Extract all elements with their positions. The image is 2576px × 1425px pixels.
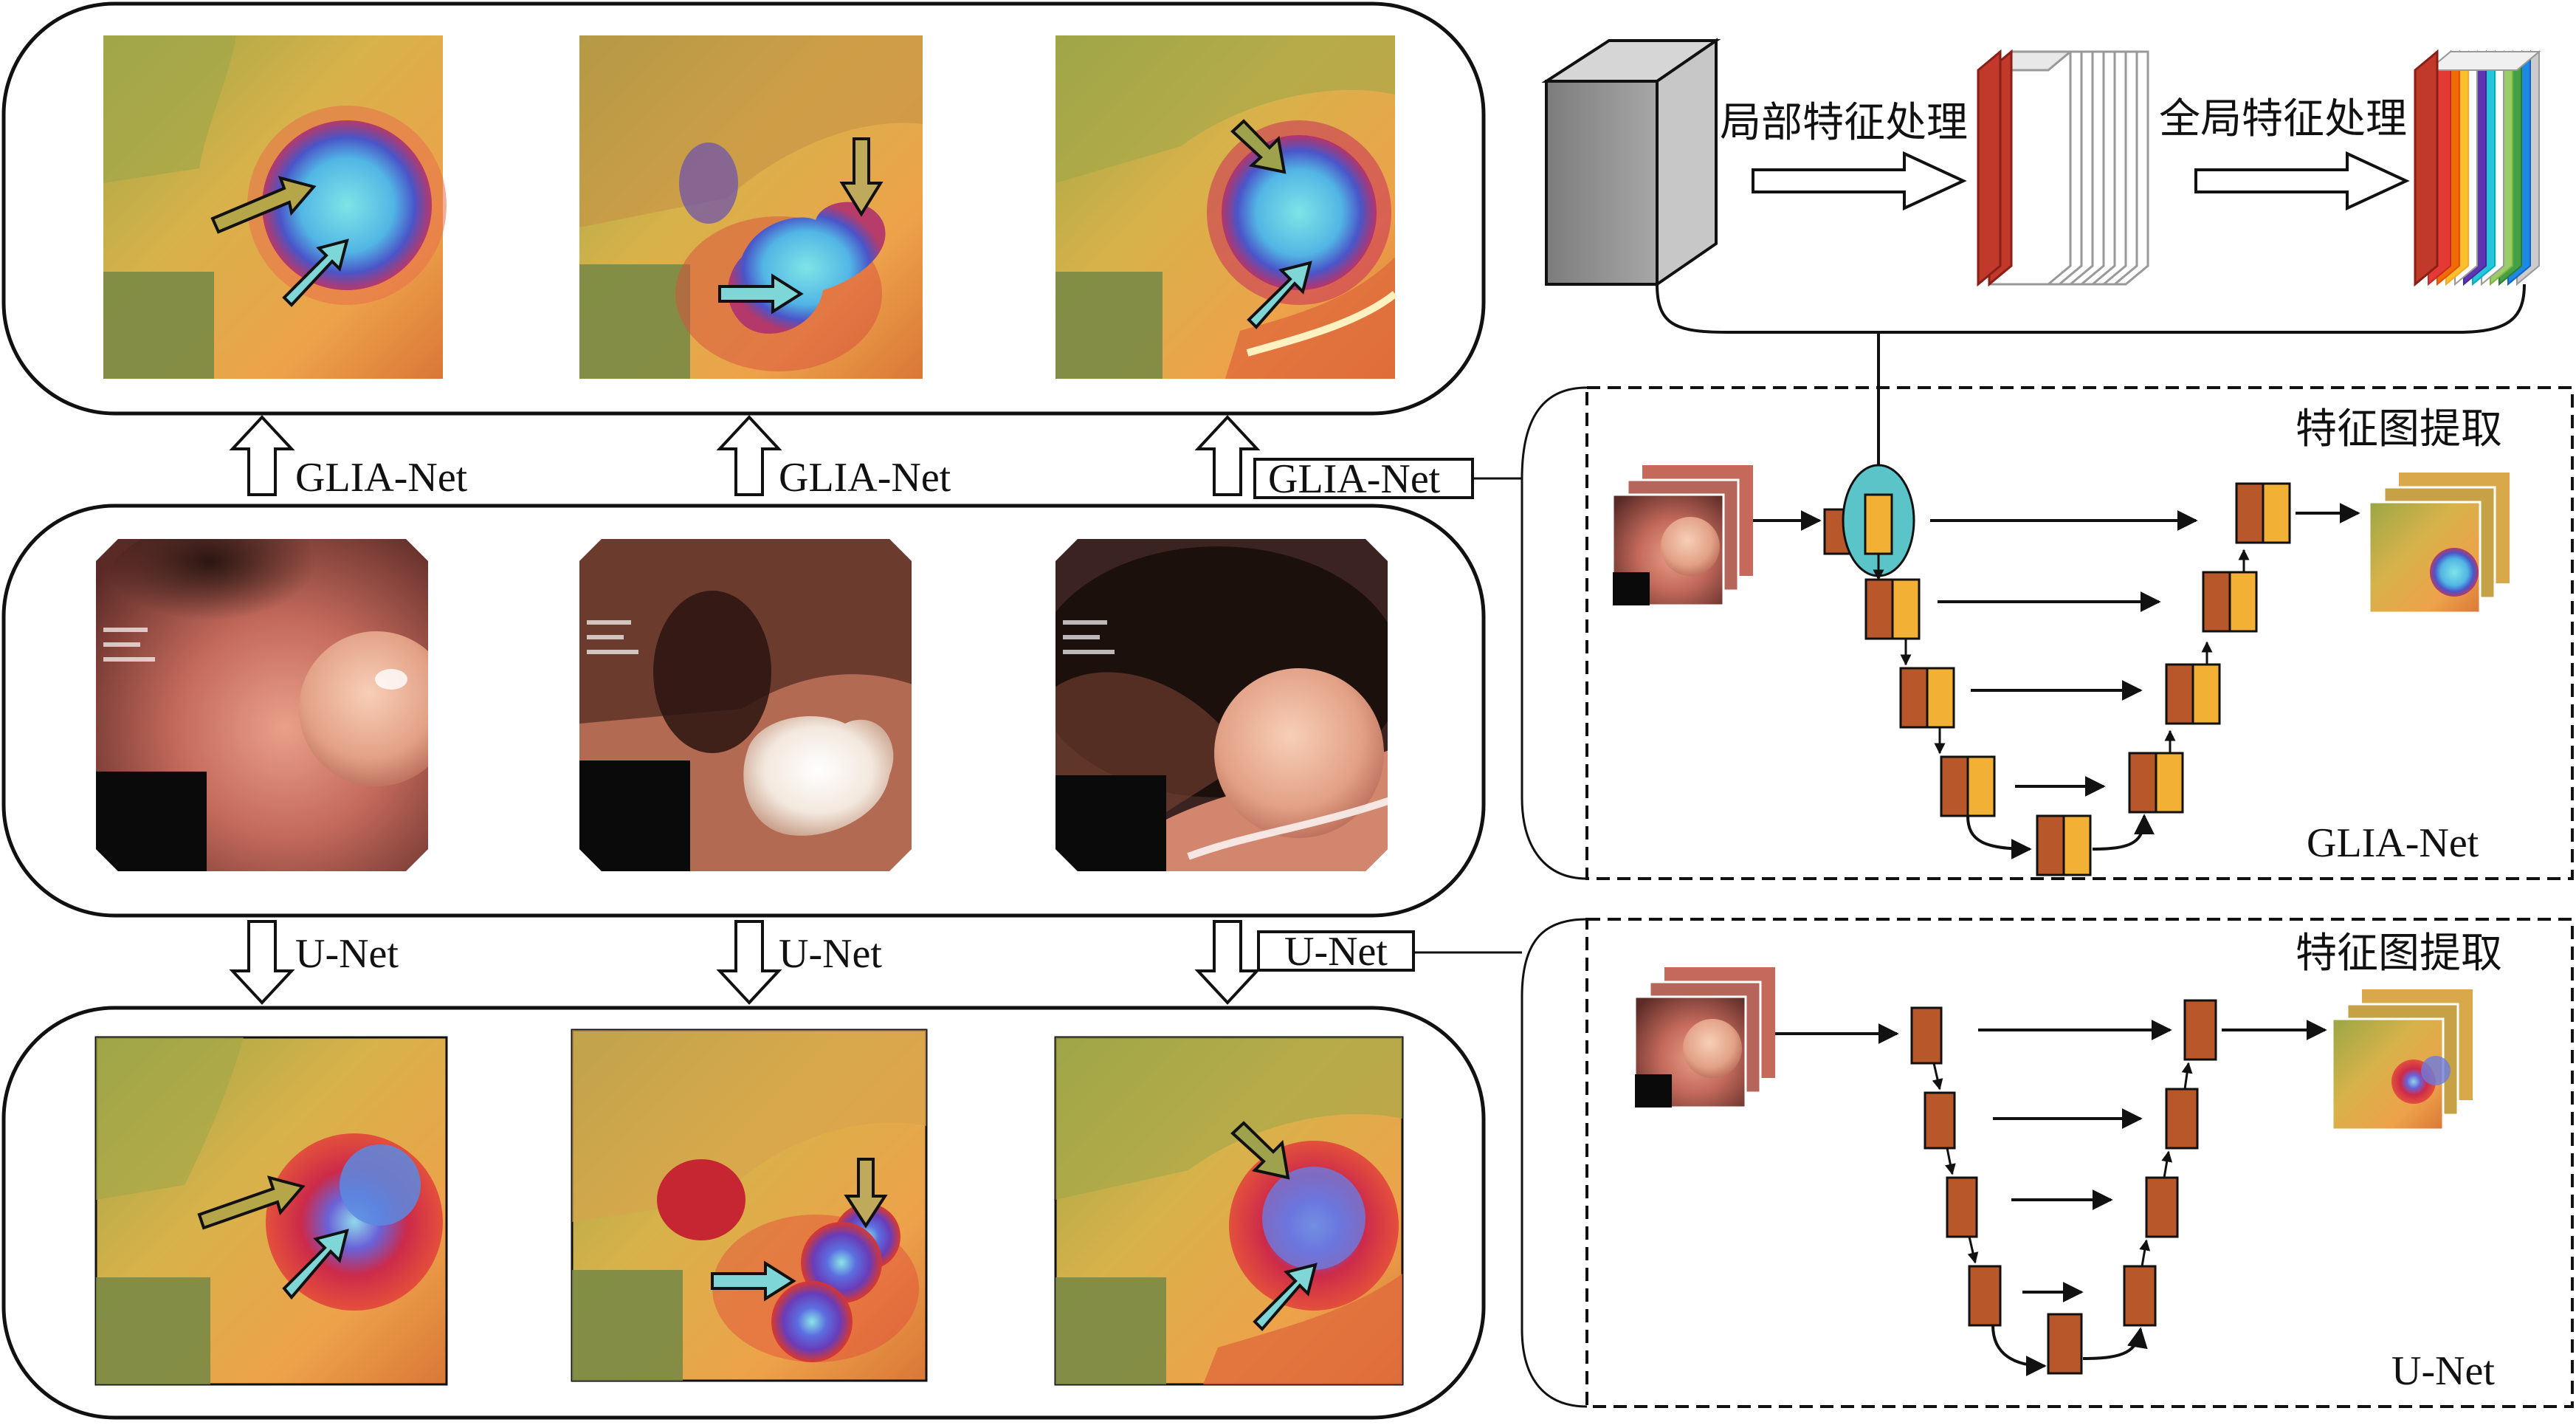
unet-decoder-3	[2145, 1176, 2179, 1238]
glia-label-3: GLIA-Net	[1268, 456, 1441, 502]
unet-encoder-4	[1968, 1265, 2002, 1327]
glia-input-stack	[1611, 465, 1753, 607]
glia-encoder-3	[1899, 667, 1955, 729]
glia-net-detail-panel	[1585, 386, 2574, 880]
local-processing-label: 局部特征处理	[1720, 99, 1968, 147]
unet-label-box	[1257, 930, 1415, 972]
unet-label-3: U-Net	[1284, 929, 1388, 975]
panel-inputs	[1, 504, 1486, 918]
feature-stack-global	[2414, 49, 2541, 287]
glia-encoder-2	[1864, 578, 1921, 640]
unet-detail-caption: U-Net	[2391, 1348, 2495, 1394]
glia-detail-caption: GLIA-Net	[2307, 820, 2479, 866]
unet-detail-panel	[1585, 918, 2574, 1408]
glia-arrow-1	[229, 415, 295, 496]
global-processing-label: 全局特征处理	[2159, 95, 2407, 143]
unet-encoder-3	[1946, 1176, 1978, 1238]
attention-bracket	[1656, 284, 2526, 334]
glia-label-1: GLIA-Net	[295, 455, 468, 501]
glia-decoder-1	[2235, 482, 2291, 544]
glia-encoder-4	[1940, 755, 1996, 817]
input-feature-cube	[1541, 38, 1721, 287]
glia-label-2: GLIA-Net	[779, 455, 951, 501]
unet-bottleneck	[2047, 1313, 2083, 1375]
unet-decoder-1	[2183, 999, 2217, 1061]
input-image-2	[579, 539, 912, 871]
glia-label-box	[1253, 458, 1474, 499]
glia-arrow-2	[716, 415, 782, 496]
unet-arrow-1	[229, 920, 295, 1005]
unet-encoder-1	[1910, 1006, 1943, 1065]
global-processing-arrow	[2194, 151, 2410, 211]
feature-stack-local	[1977, 49, 2149, 287]
glia-encoder-1	[1823, 464, 1915, 577]
unet-output-image-1	[94, 1036, 448, 1386]
input-image-1	[96, 539, 428, 871]
glia-decoder-4	[2128, 752, 2184, 814]
unet-brace	[1521, 918, 1588, 1408]
glia-decoder-2	[2202, 571, 2258, 633]
panel-unet-outputs	[1, 1006, 1486, 1420]
local-processing-arrow	[1752, 151, 1967, 211]
glia-arrow-3	[1194, 415, 1261, 496]
glia-output-image-2	[579, 35, 923, 379]
unet-label-1: U-Net	[295, 931, 399, 977]
unet-label-2: U-Net	[779, 931, 882, 977]
unet-arrow-2	[716, 920, 782, 1005]
unet-decoder-4	[2123, 1265, 2157, 1327]
glia-output-image-1	[103, 35, 447, 379]
glia-bottleneck	[2036, 814, 2092, 876]
glia-output-stack	[2368, 473, 2510, 614]
unet-encoder-2	[1924, 1091, 1956, 1150]
glia-feature-extraction-title: 特征图提取	[2296, 405, 2502, 453]
glia-output-image-3	[1055, 35, 1398, 379]
unet-input-stack	[1633, 967, 1775, 1109]
panel-glia-outputs	[1, 1, 1486, 416]
unet-decoder-2	[2165, 1088, 2199, 1150]
unet-output-image-3	[1054, 1036, 1404, 1386]
unet-output-image-2	[571, 1029, 928, 1382]
glia-brace	[1521, 386, 1588, 880]
unet-output-stack	[2331, 989, 2473, 1131]
unet-feature-extraction-title: 特征图提取	[2296, 930, 2502, 978]
input-image-3	[1055, 539, 1388, 871]
unet-arrow-3	[1194, 920, 1261, 1005]
glia-decoder-3	[2165, 663, 2221, 725]
